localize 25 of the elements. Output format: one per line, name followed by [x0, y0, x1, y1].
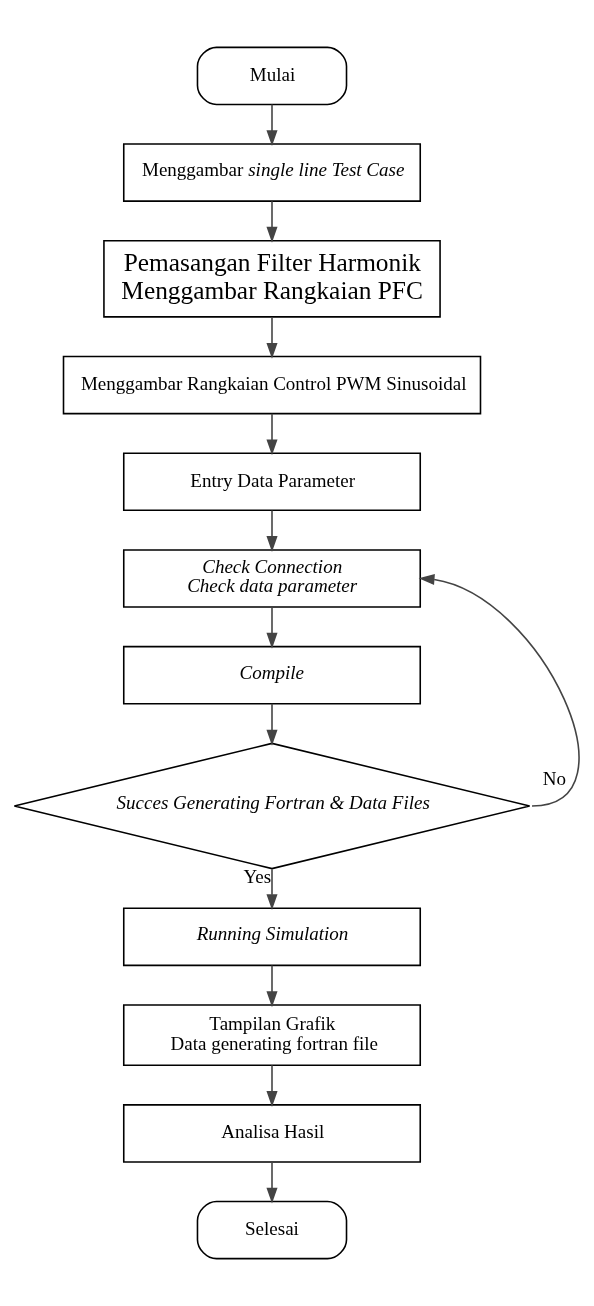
node-box: Running Simulation: [122, 907, 422, 967]
node-box: Entry Data Parameter: [122, 452, 422, 512]
arrow: [418, 573, 580, 807]
node-box: Menggambar Rangkaian Control PWM Sinusoidal: [62, 355, 482, 415]
arrow: [266, 509, 278, 552]
arrow: [266, 412, 278, 456]
node-box: Selesai: [196, 1200, 348, 1260]
arrow: [266, 103, 278, 147]
node-box: Check Connection Check data parameter: [122, 549, 422, 608]
arrow: [266, 606, 278, 649]
arrow: [266, 316, 278, 359]
node-diamond: Succes Generating Fortran & Data Files: [13, 742, 531, 870]
node-box: Mulai: [196, 46, 348, 106]
edge-label: No: [542, 768, 567, 790]
arrow: [266, 868, 278, 911]
arrow: [266, 1064, 278, 1107]
node-box: Analisa Hasil: [122, 1104, 422, 1163]
node-box: Compile: [122, 645, 422, 705]
arrow: [266, 1161, 278, 1204]
node-box: Pemasangan Filter Harmonik Menggambar Rangkaian PFC: [103, 239, 441, 318]
node-box: Menggambar single line Test Case: [122, 143, 422, 202]
arrow: [266, 703, 278, 746]
node-box: Tampilan Grafik Data generating fortran file: [122, 1004, 422, 1067]
arrow: [266, 964, 278, 1008]
arrow: [266, 200, 278, 243]
